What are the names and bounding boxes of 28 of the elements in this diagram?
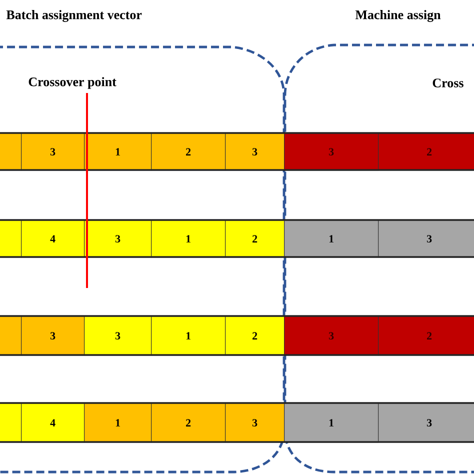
cell: 1	[84, 403, 152, 443]
cell: 2	[151, 403, 226, 443]
cell: 3	[284, 133, 379, 171]
cell: 1	[84, 133, 152, 171]
cell: 3	[284, 316, 379, 356]
cell: 2	[151, 133, 226, 171]
cell: 2	[225, 220, 285, 258]
cell: 2	[378, 133, 474, 171]
cell: 2	[225, 316, 285, 356]
cell: 3	[378, 220, 474, 258]
partial-cell	[0, 316, 22, 356]
cell: 2	[378, 316, 474, 356]
cell: 1	[151, 220, 226, 258]
heading: Batch assignment vector	[6, 10, 142, 22]
cell: 3	[378, 403, 474, 443]
cell: 1	[284, 403, 379, 443]
cell: 3	[84, 220, 152, 258]
partial-cell	[0, 133, 22, 171]
cell: 3	[225, 403, 285, 443]
heading: Machine assign	[355, 10, 441, 22]
partial-cell	[0, 220, 22, 258]
heading: Crossover point	[28, 77, 116, 89]
cell: 1	[151, 316, 226, 356]
partial-cell	[0, 403, 22, 443]
heading: Cross	[432, 78, 464, 88]
cell: 3	[225, 133, 285, 171]
cell: 1	[284, 220, 379, 258]
cell: 3	[84, 316, 152, 356]
